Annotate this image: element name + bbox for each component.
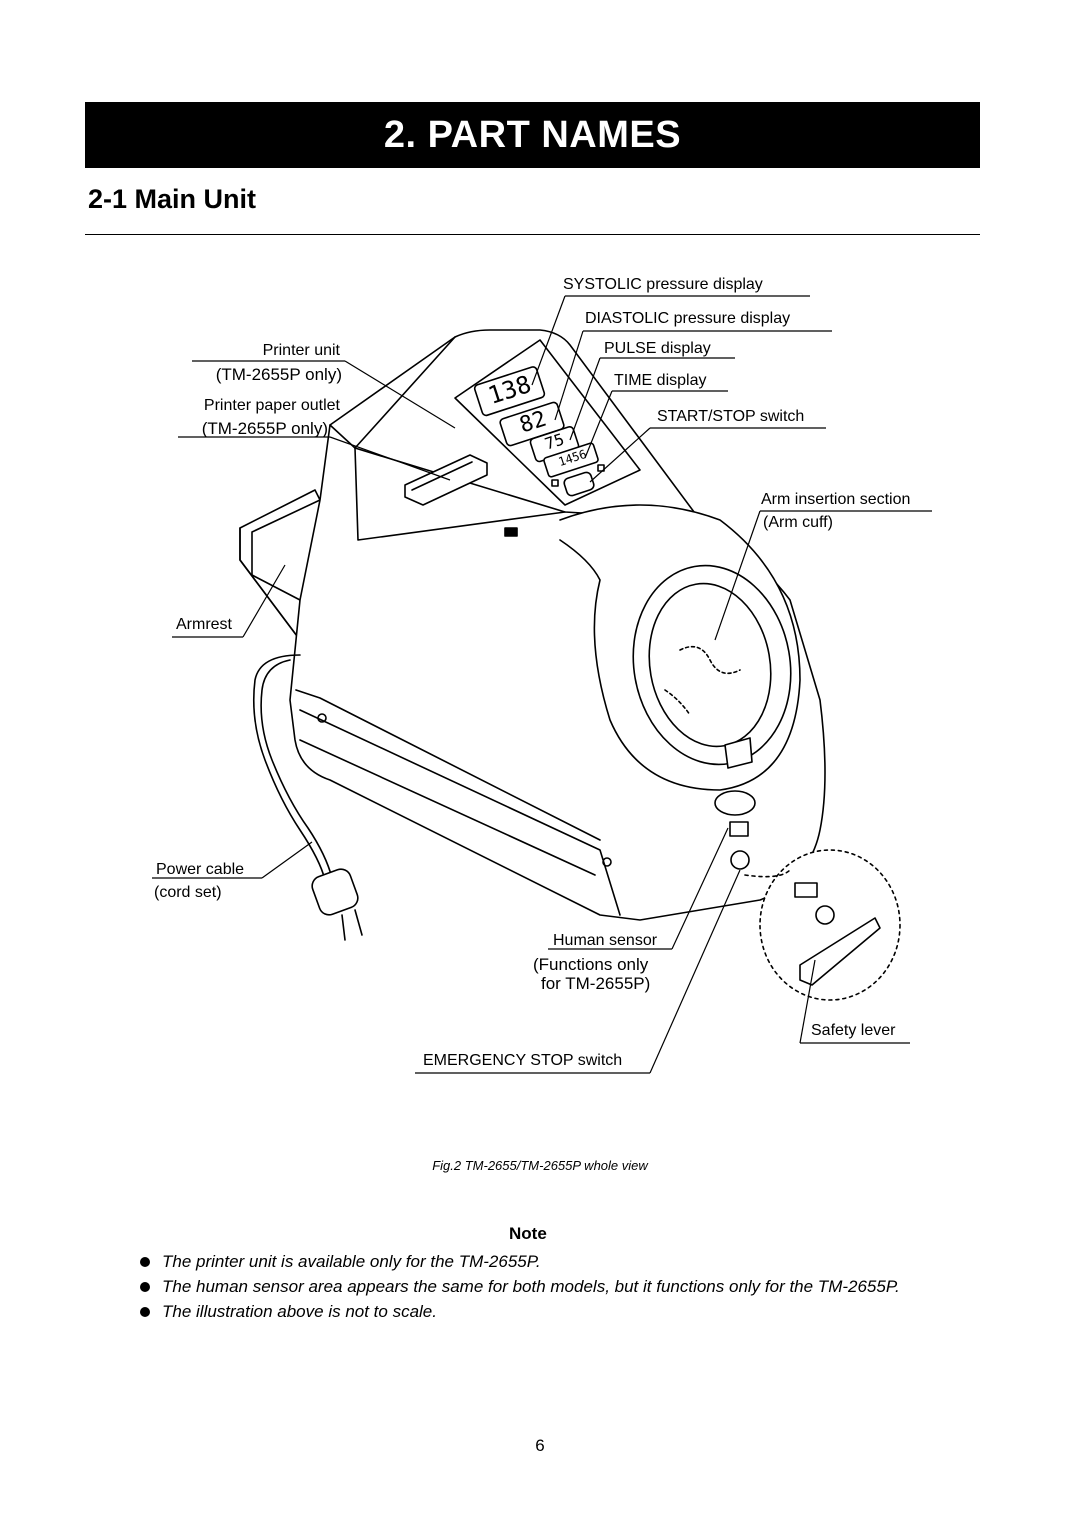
note-item: The illustration above is not to scale. [138,1300,938,1323]
note-text: The illustration above is not to scale. [162,1302,437,1321]
label-emergency-stop: EMERGENCY STOP switch [423,1052,623,1069]
label-human-sensor: Human sensor [553,932,658,949]
label-paper-outlet: Printer paper outlet [203,397,340,414]
note-text: The printer unit is available only for t… [162,1252,541,1271]
page-number: 6 [535,1436,545,1455]
note-heading: Note [509,1224,547,1243]
label-paper-outlet-note: (TM-2655P only) [201,419,328,438]
main-unit-figure: 138 82 75 1456 SYSTOLIC pressure display… [152,276,932,1074]
label-start-stop: START/STOP switch [657,408,805,425]
bullet-icon [140,1282,150,1292]
label-power-cable: Power cable [156,861,245,878]
label-arm-insertion: Arm insertion section [761,491,911,508]
figure-caption: Fig.2 TM-2655/TM-2655P whole view [432,1158,648,1173]
label-functions-only-2: for TM-2655P) [541,974,651,993]
label-safety-lever: Safety lever [811,1022,896,1039]
label-armrest: Armrest [176,616,232,633]
label-cord-set: (cord set) [154,884,222,901]
bullet-icon [140,1257,150,1267]
label-pulse: PULSE display [604,340,711,357]
label-printer-unit: Printer unit [262,342,340,359]
note-text: The human sensor area appears the same f… [162,1277,900,1296]
chapter-heading: 2. PART NAMES [85,102,980,168]
label-diastolic: DIASTOLIC pressure display [585,310,791,327]
chapter-title: 2. PART NAMES [383,113,682,156]
note-item: The human sensor area appears the same f… [138,1275,938,1298]
label-functions-only-1: (Functions only [533,955,649,974]
note-item: The printer unit is available only for t… [138,1250,938,1273]
label-systolic: SYSTOLIC pressure display [563,276,763,293]
section-title: 2-1 Main Unit [88,184,257,214]
label-printer-unit-note: (TM-2655P only) [215,365,342,384]
section-divider [85,234,980,235]
label-time: TIME display [614,372,707,389]
main-unit-illustration [152,295,932,1074]
note-list: The printer unit is available only for t… [138,1250,938,1325]
bullet-icon [140,1307,150,1317]
label-arm-cuff: (Arm cuff) [763,514,833,531]
